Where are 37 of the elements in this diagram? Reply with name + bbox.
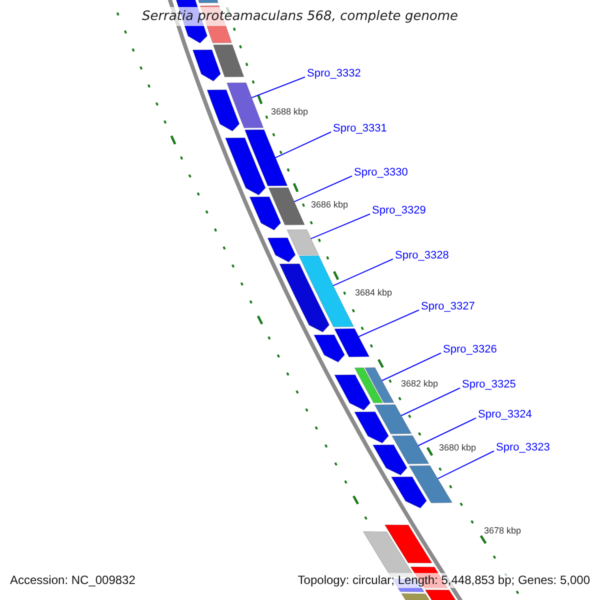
gene-label: Spro_3330 [354,166,408,180]
gene-label: Spro_3323 [496,442,550,454]
gene-bar [374,404,412,434]
gene-label: Spro_3326 [443,344,497,356]
leader-line [294,176,352,202]
gene-bar [364,367,394,404]
gene-label: Spro_3325 [462,378,516,392]
gene-bar [391,435,430,464]
gene-bar [286,229,319,256]
gene-bar [334,328,370,358]
scale-label: 3686 kbp [311,200,348,210]
gene-label: Spro_3332 [307,68,361,80]
leader-line [358,310,420,338]
scale-label: 3682 kbp [401,378,438,390]
scale-label: 3678 kbp [484,526,522,536]
scale-label: 3680 kbp [439,442,476,454]
gene-bar [244,129,288,186]
leader-line [418,418,476,446]
leader-line [275,132,332,158]
gene-bar [408,465,453,504]
scale-label: 3688 kbp [271,106,308,118]
gene-label: Spro_3324 [478,408,532,422]
gene-label: Spro_3328 [395,250,449,262]
topology-text: Topology: circular; Length: 5,448,853 bp; Genes: 5,000 [296,573,592,588]
gene-bar [268,187,305,226]
leader-line [400,388,460,416]
gene-bar [298,255,354,328]
gene-label: Spro_3329 [372,204,426,218]
leader-line [251,76,306,98]
leader-line [437,450,494,480]
gene-bar [226,82,264,128]
leader-line [332,258,394,286]
scale-label: 3684 kbp [355,288,392,298]
gene-label: Spro_3331 [333,122,387,136]
gene-label: Spro_3327 [421,300,475,314]
accession-text: Accession: NC_009832 [8,573,138,588]
leader-line [381,352,442,382]
